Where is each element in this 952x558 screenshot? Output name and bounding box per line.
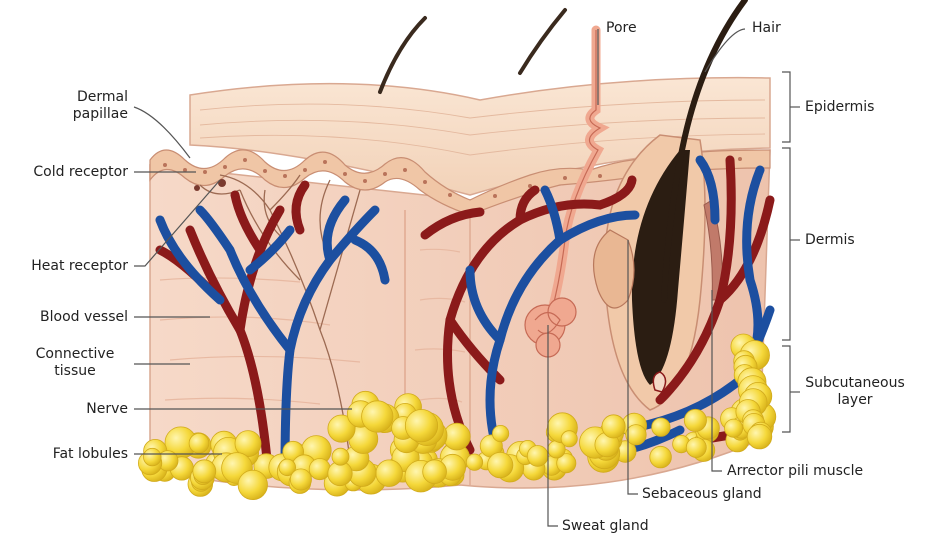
label-arrector-pili-muscle: Arrector pili muscle [727, 463, 864, 479]
label-dermis: Dermis [805, 232, 855, 248]
label-subcutaneous-layer: Subcutaneous layer [800, 375, 910, 409]
dermal-papillae-edge [149, 149, 771, 216]
label-epidermis: Epidermis [805, 99, 875, 115]
epidermis-layer [189, 76, 771, 196]
label-fat-lobules: Fat lobules [52, 446, 128, 462]
label-cold-receptor: Cold receptor [33, 164, 128, 180]
label-sebaceous-gland: Sebaceous gland [642, 486, 762, 502]
label-connective-tissue-line1: Connective [35, 346, 115, 362]
label-dermal-papillae-line2: papillae [72, 106, 128, 122]
sebaceous-gland [592, 229, 635, 309]
label-hair: Hair [752, 20, 781, 36]
label-dermal-papillae: Dermal papillae [40, 89, 128, 123]
label-blood-vessel: Blood vessel [40, 309, 128, 325]
label-pore: Pore [606, 20, 637, 36]
label-connective-tissue-line2: tissue [54, 363, 96, 379]
label-connective-tissue: Connective tissue [20, 346, 130, 380]
label-subcutaneous-line1: Subcutaneous [805, 375, 905, 391]
label-heat-receptor: Heat receptor [31, 258, 128, 274]
label-nerve: Nerve [86, 401, 128, 417]
label-subcutaneous-line2: layer [837, 392, 873, 408]
label-sweat-gland: Sweat gland [562, 518, 649, 534]
leader-lines [133, 28, 800, 527]
hair-shaft [661, 0, 748, 303]
veins-left [155, 195, 390, 475]
label-dermal-papillae-line1: Dermal [76, 89, 128, 105]
fat-lobules [138, 333, 777, 500]
